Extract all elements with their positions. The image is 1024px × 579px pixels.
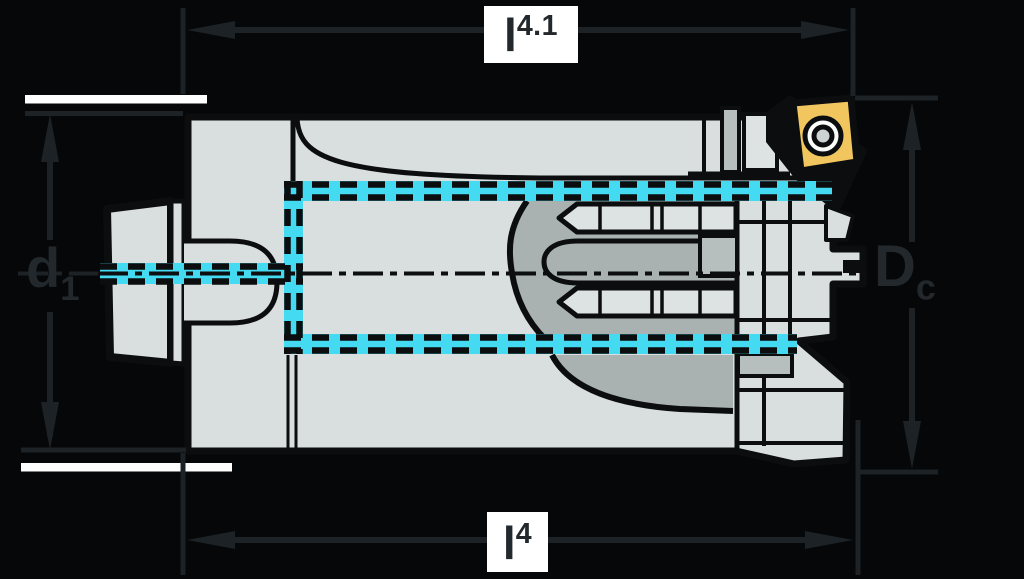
cavity-arc-lower [549, 353, 734, 414]
dimension-label-dc: Dc [874, 238, 936, 306]
tool-body [100, 94, 868, 468]
dim-d1-main: d [26, 236, 61, 299]
dimension-label-d1: d1 [26, 240, 80, 307]
front-block-low [736, 352, 794, 378]
flute-curve [294, 117, 829, 181]
clamp-screw-lower [556, 285, 739, 319]
dim-l4-sub: 4 [515, 518, 533, 550]
dim-d1-sub: 1 [60, 270, 81, 309]
front-block-mid [698, 234, 739, 278]
clamp-post [720, 106, 741, 174]
coolant-exit-lines [286, 355, 298, 449]
screw-seams-upper [598, 204, 702, 232]
dim-l41-main: l [504, 9, 517, 61]
extension-bar-bottom [21, 463, 232, 472]
internal-cavity-lower [552, 355, 733, 411]
pocket-step [824, 204, 855, 242]
arrow-down-icon [903, 421, 921, 469]
clamp-screw-upper [556, 201, 739, 235]
front-notch-slot [843, 260, 866, 273]
arrow-right-icon [801, 21, 849, 39]
coolant-channel-overlay [100, 181, 832, 354]
arrow-left-icon [187, 21, 235, 39]
arrow-up-icon [41, 114, 59, 162]
insert-screw-inner [811, 124, 835, 148]
screw-seams-lower [598, 288, 702, 316]
dim-dc-main: D [874, 234, 916, 299]
dim-dc-sub: c [915, 266, 937, 308]
extension-bar-top [25, 95, 207, 104]
arrow-right-icon [805, 531, 853, 549]
arrow-left-icon [187, 531, 235, 549]
arrow-down-icon [41, 402, 59, 450]
arrow-up-icon [903, 102, 921, 150]
dim-l41-sub: 4.1 [516, 10, 558, 42]
dim-l4-main: l [502, 517, 516, 569]
cutting-insert [789, 94, 861, 175]
